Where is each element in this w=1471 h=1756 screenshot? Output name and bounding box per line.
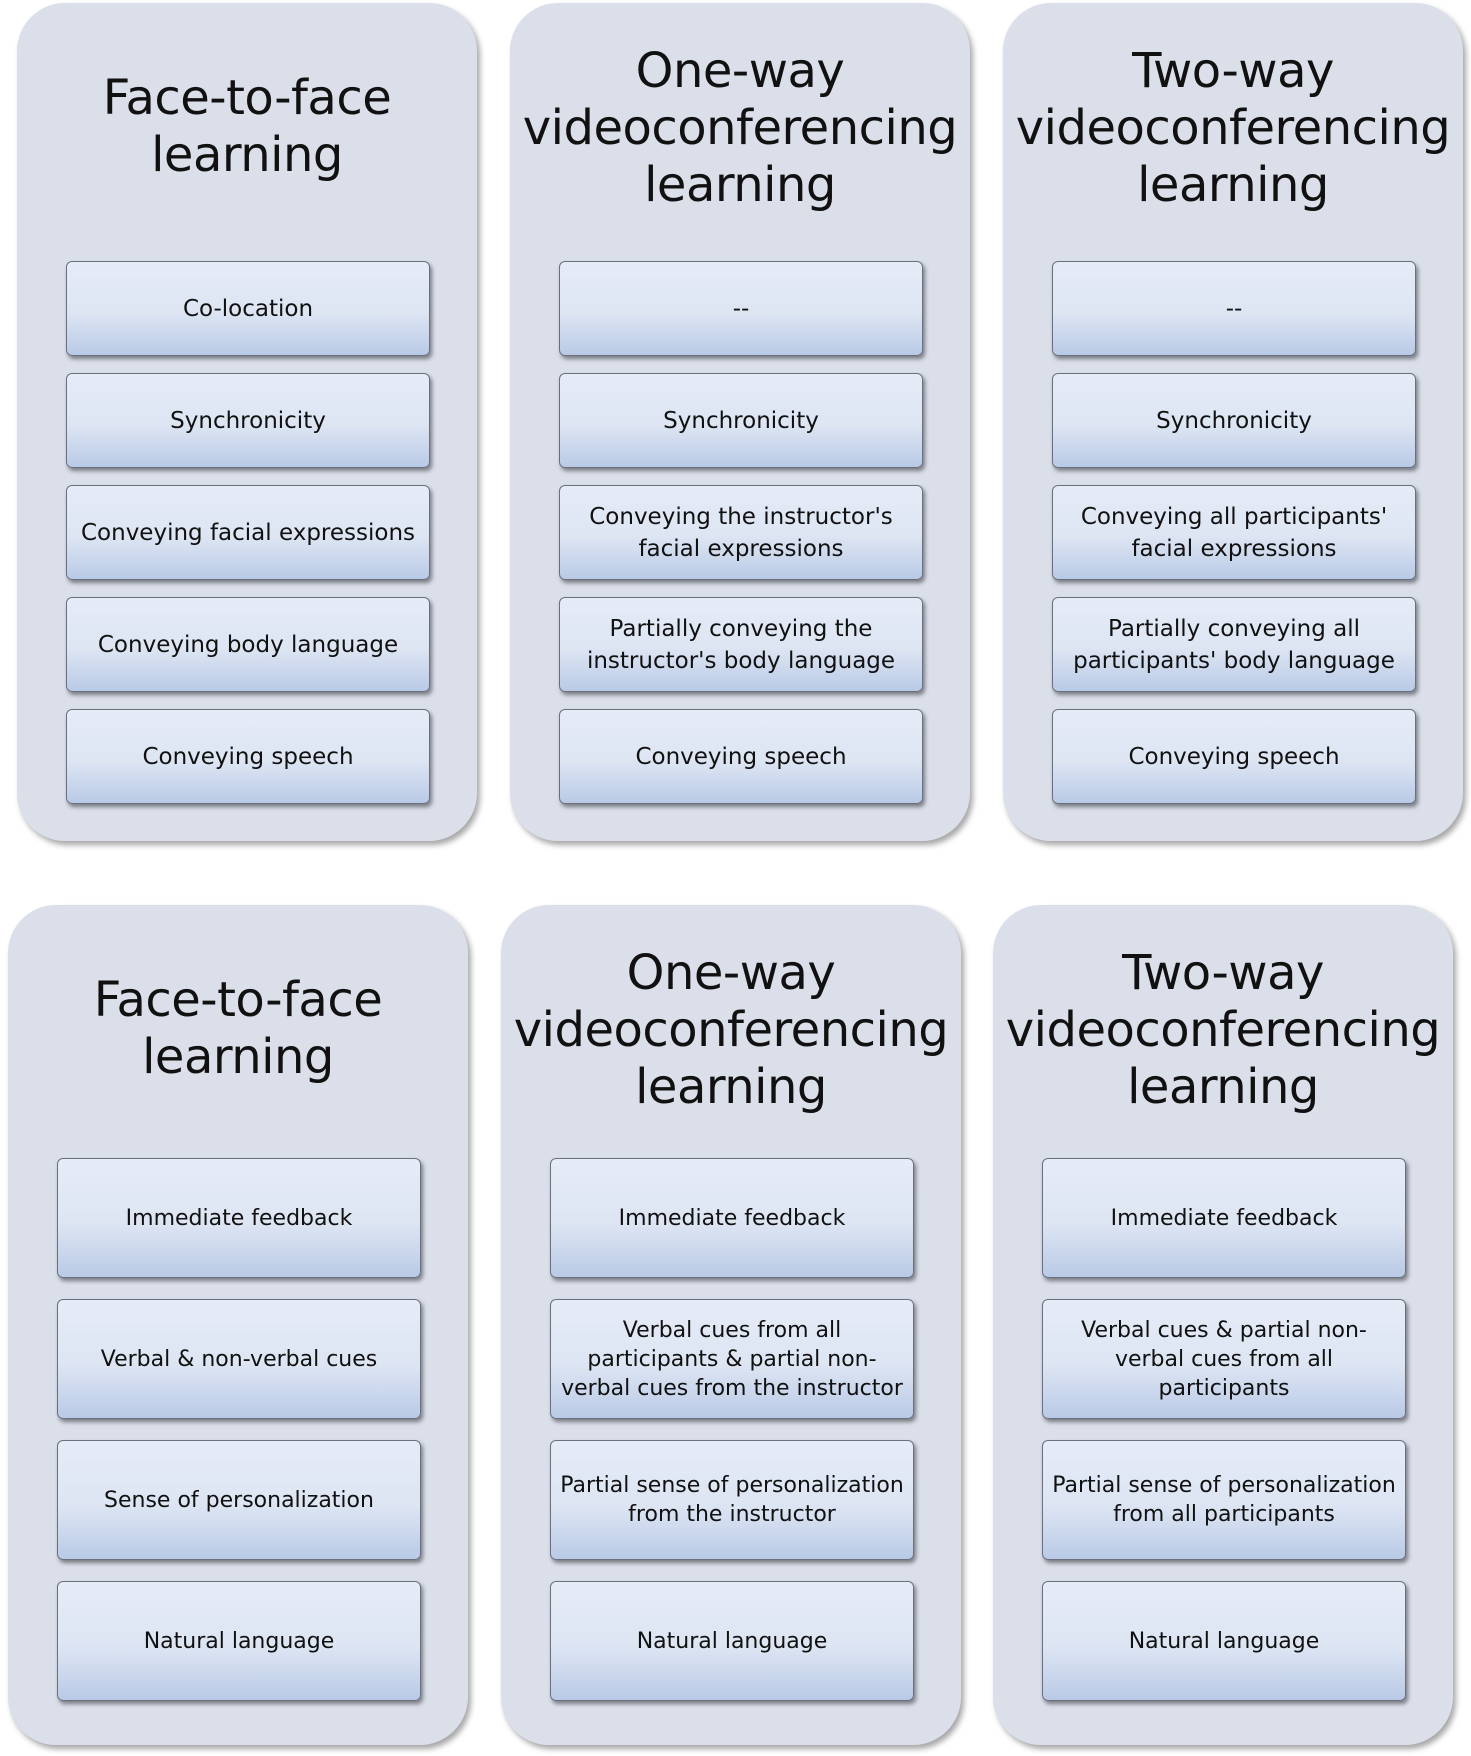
panel-title-line: learning <box>1137 157 1329 213</box>
panel-title-line: Face-to-face <box>102 70 392 126</box>
feature-box: Immediate feedback <box>550 1158 914 1278</box>
panel-title-line: videoconferencing <box>1005 1002 1441 1058</box>
panel-title-line: learning <box>635 1059 827 1115</box>
feature-box: -- <box>1052 261 1416 356</box>
panel-title-line: learning <box>151 127 343 183</box>
panel-title-line: Two-way <box>1132 43 1334 99</box>
feature-box: Conveying body language <box>66 597 430 692</box>
panel-title-line: learning <box>644 157 836 213</box>
panel-title-line: One-way <box>635 43 845 99</box>
panel-title-line: learning <box>142 1029 334 1085</box>
panel-title-line: learning <box>1127 1059 1319 1115</box>
feature-box: Natural language <box>550 1581 914 1701</box>
feature-box: -- <box>559 261 923 356</box>
panel-title-line: videoconferencing <box>513 1002 949 1058</box>
feature-box: Immediate feedback <box>57 1158 421 1278</box>
panel-title-line: One-way <box>626 945 836 1001</box>
feature-box: Conveying all participants' facial expre… <box>1052 485 1416 580</box>
feature-box: Conveying facial expressions <box>66 485 430 580</box>
feature-box: Conveying the instructor's facial expres… <box>559 485 923 580</box>
panel-title-line: videoconferencing <box>522 100 958 156</box>
feature-box: Partial sense of personalization from al… <box>1042 1440 1406 1560</box>
feature-box: Partially conveying all participants' bo… <box>1052 597 1416 692</box>
feature-box: Conveying speech <box>559 709 923 804</box>
feature-box: Verbal cues & partial non-verbal cues fr… <box>1042 1299 1406 1419</box>
feature-box: Partial sense of personalization from th… <box>550 1440 914 1560</box>
panel-title-line: Two-way <box>1122 945 1324 1001</box>
feature-box: Natural language <box>1042 1581 1406 1701</box>
panel-title-line: Face-to-face <box>93 972 383 1028</box>
feature-box: Conveying speech <box>66 709 430 804</box>
feature-box: Conveying speech <box>1052 709 1416 804</box>
feature-box: Immediate feedback <box>1042 1158 1406 1278</box>
feature-box: Verbal cues from all participants & part… <box>550 1299 914 1419</box>
panel-title-line: videoconferencing <box>1015 100 1451 156</box>
feature-box: Synchronicity <box>559 373 923 468</box>
feature-box: Synchronicity <box>1052 373 1416 468</box>
feature-box: Verbal & non-verbal cues <box>57 1299 421 1419</box>
feature-box: Partially conveying the instructor's bod… <box>559 597 923 692</box>
feature-box: Synchronicity <box>66 373 430 468</box>
feature-box: Co-location <box>66 261 430 356</box>
feature-box: Sense of personalization <box>57 1440 421 1560</box>
feature-box: Natural language <box>57 1581 421 1701</box>
